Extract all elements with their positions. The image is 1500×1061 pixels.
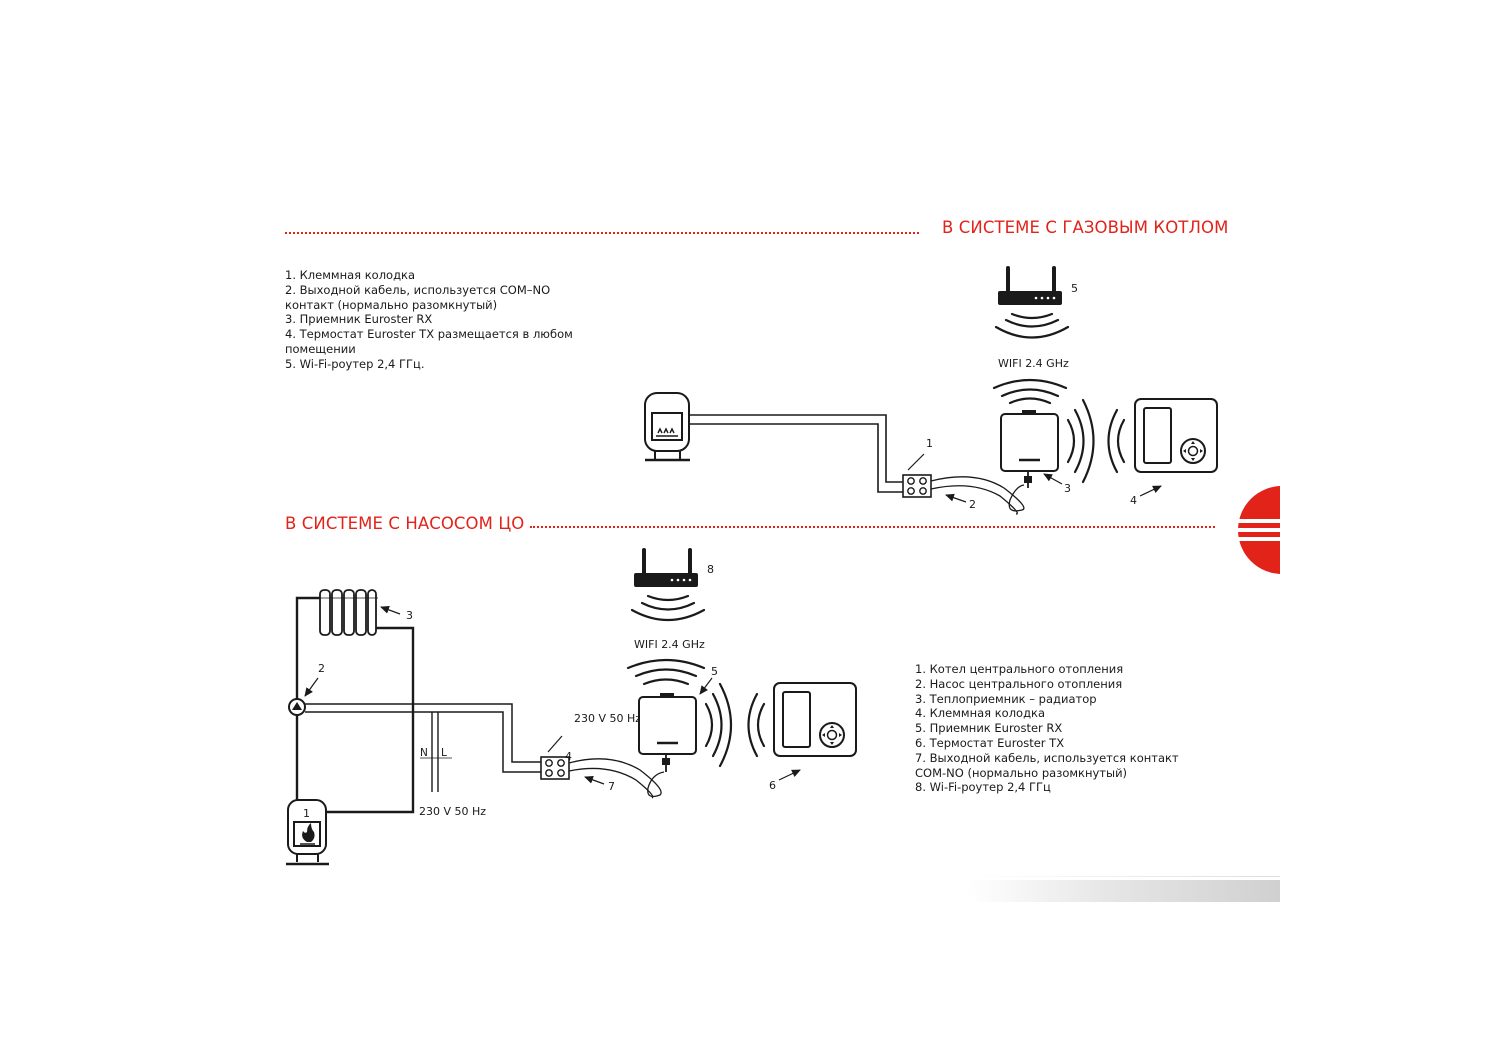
pump-legend: 1. Котел центрального отопления 2. Насос…: [915, 662, 1179, 795]
pump-callout-2: 2: [318, 662, 325, 675]
wifi-waves-icon: [626, 658, 706, 686]
pump-legend-item: 8. Wi-Fi-роутер 2,4 ГГц: [915, 780, 1051, 795]
router-icon: [634, 548, 698, 587]
footer-rule: [968, 876, 1280, 877]
wifi-waves-icon: [1066, 398, 1126, 484]
gas-section-divider: [285, 232, 919, 234]
gas-cable: [689, 414, 903, 493]
gas-legend-item: контакт (нормально разомкнутый): [285, 297, 498, 312]
pump-legend-item: 3. Теплоприемник – радиатор: [915, 691, 1097, 706]
pump-callout-8: 8: [707, 563, 714, 576]
voltage-label-bottom: 230 V 50 Hz: [419, 805, 486, 818]
gas-legend: 1. Клеммная колодка 2. Выходной кабель, …: [285, 268, 573, 372]
voltage-label-top: 230 V 50 Hz: [574, 712, 641, 725]
gas-legend-item: 5. Wi-Fi-роутер 2,4 ГГц.: [285, 356, 425, 371]
pump-wifi-label: WIFI 2.4 GHz: [634, 638, 705, 651]
pump-legend-item: COM-NO (нормально разомкнутый): [915, 765, 1128, 780]
gas-legend-item: 2. Выходной кабель, используется COM–NO: [285, 282, 551, 297]
terminal-block-icon: [902, 474, 932, 498]
pump-legend-item: 2. Насос центрального отопления: [915, 676, 1123, 691]
pump-section-title: В СИСТЕМЕ С НАСОСОМ ЦО: [285, 514, 525, 533]
gas-legend-item: 4. Термостат Euroster TX размещается в л…: [285, 327, 573, 342]
boiler-icon: [286, 799, 329, 866]
wifi-waves-icon: [992, 378, 1068, 405]
gas-callout-4: 4: [1130, 494, 1137, 507]
pump-callout-4: 4: [565, 750, 572, 763]
thermostat-icon: [1134, 398, 1218, 473]
live-label: L: [441, 747, 447, 759]
pump-legend-item: 5. Приемник Euroster RX: [915, 721, 1063, 736]
gas-legend-item: помещении: [285, 341, 356, 356]
pump-callout-6: 6: [769, 779, 776, 792]
mains-cable: [431, 712, 439, 792]
router-icon: [998, 266, 1062, 305]
terminal-block-icon: [540, 756, 570, 780]
pump-legend-item: 7. Выходной кабель, используется контакт: [915, 750, 1179, 765]
receiver-icon: [638, 693, 697, 772]
gas-wifi-label: WIFI 2.4 GHz: [998, 357, 1069, 370]
gas-legend-item: 1. Клеммная колодка: [285, 268, 416, 282]
receiver-icon: [1000, 410, 1059, 488]
pump-callout-5: 5: [711, 665, 718, 678]
pump-legend-item: 4. Клеммная колодка: [915, 706, 1046, 721]
pump-cable: [305, 703, 541, 773]
gas-callout-1: 1: [926, 437, 933, 450]
gas-callout-3: 3: [1064, 482, 1071, 495]
gas-callout-5: 5: [1071, 282, 1078, 295]
gas-section-title: В СИСТЕМЕ С ГАЗОВЫМ КОТЛОМ: [942, 218, 1229, 237]
pump-callout-1: 1: [303, 807, 310, 820]
boiler-icon: [644, 392, 690, 462]
pump-callout-7: 7: [608, 780, 615, 793]
pump-legend-item: 1. Котел центрального отопления: [915, 662, 1124, 676]
radiator-icon: [318, 589, 378, 636]
footer-bar: [968, 880, 1280, 902]
gas-callout-2: 2: [969, 498, 976, 511]
thermostat-icon: [773, 682, 857, 757]
wifi-waves-icon: [630, 594, 706, 621]
gas-legend-item: 3. Приемник Euroster RX: [285, 312, 433, 327]
wifi-waves-icon: [704, 682, 766, 768]
pump-section-divider: [530, 526, 1215, 528]
heating-pipes: [295, 596, 415, 814]
pump-legend-item: 6. Термостат Euroster TX: [915, 735, 1065, 750]
pump-icon: [288, 698, 306, 716]
neutral-label: N: [420, 747, 428, 759]
flame-icon: [300, 823, 315, 845]
pump-callout-3: 3: [406, 609, 413, 622]
side-tab-icon: [1238, 486, 1280, 574]
wifi-waves-icon: [994, 312, 1070, 339]
